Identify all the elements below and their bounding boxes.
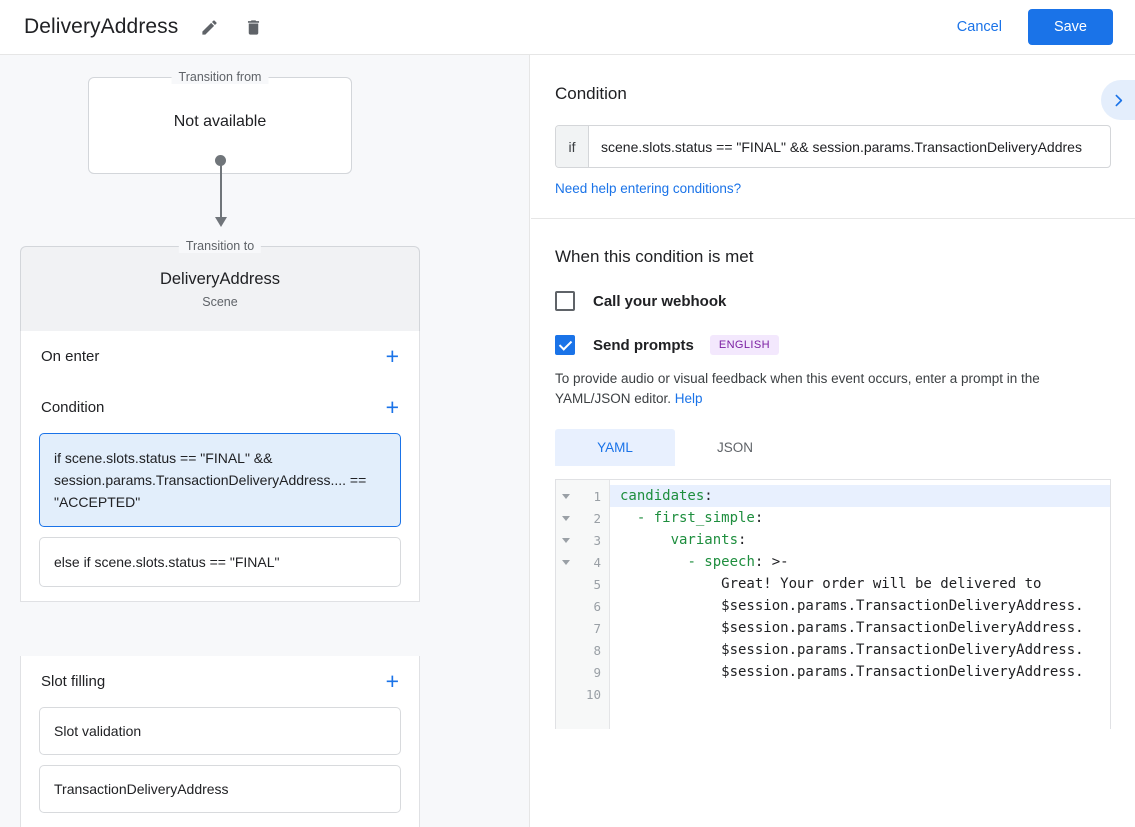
editor-gutter-line: 10 (556, 683, 609, 705)
plus-icon[interactable]: + (385, 343, 399, 369)
section-condition: Condition + if scene.slots.status == "FI… (20, 382, 420, 602)
section-on-enter-label: On enter (41, 348, 100, 365)
transition-to-legend: Transition to (178, 239, 262, 253)
section-on-enter: On enter + (20, 331, 420, 383)
slot-card-validation[interactable]: Slot validation (39, 707, 401, 755)
pencil-icon[interactable] (196, 14, 222, 40)
editor-line-number: 8 (593, 642, 601, 658)
section-condition-label: Condition (41, 399, 105, 416)
editor-gutter-line: 3 (556, 529, 609, 551)
editor-gutter-line: 7 (556, 617, 609, 639)
plus-icon[interactable]: + (385, 668, 399, 694)
editor-gutter-line: 9 (556, 661, 609, 683)
editor-line-number: 6 (593, 598, 601, 614)
editor-code-line: - first_simple: (636, 510, 764, 526)
transition-to-name: DeliveryAddress (159, 270, 281, 288)
editor-code-line: - speech: >- (687, 554, 789, 570)
section-condition-body: if scene.slots.status == "FINAL" && sess… (21, 433, 419, 601)
section-condition-header[interactable]: Condition + (21, 382, 419, 433)
section-slot-filling: Slot filling + Slot validation Transacti… (20, 656, 420, 827)
call-webhook-label: Call your webhook (593, 292, 727, 310)
cancel-button[interactable]: Cancel (945, 10, 1014, 44)
fold-triangle-icon[interactable] (562, 559, 570, 565)
left-panel: Transition from Not available Transition… (0, 55, 530, 827)
send-prompts-row: Send prompts ENGLISH (555, 335, 1111, 355)
editor-format-tabs: YAML JSON (555, 429, 1111, 466)
when-condition-met-section: When this condition is met Call your web… (531, 219, 1135, 729)
collapse-panel-button[interactable] (1101, 80, 1135, 120)
condition-section-title: Condition (555, 84, 627, 103)
slot-card-transaction-delivery-address[interactable]: TransactionDeliveryAddress (39, 765, 401, 813)
transition-from-value: Not available (173, 113, 267, 130)
editor-code-line: variants: (670, 532, 747, 548)
transition-connector (212, 155, 228, 265)
fold-triangle-icon[interactable] (562, 537, 570, 543)
editor-line-number: 2 (593, 510, 601, 526)
tab-yaml[interactable]: YAML (555, 429, 675, 466)
editor-gutter-line: 1 (556, 485, 609, 507)
editor-line-number: 7 (593, 620, 601, 636)
editor-gutter-line: 8 (556, 639, 609, 661)
plus-icon[interactable]: + (385, 394, 399, 420)
section-on-enter-header[interactable]: On enter + (21, 331, 419, 382)
prompts-help-link[interactable]: Help (674, 391, 703, 406)
editor-code-line: $session.params.TransactionDeliveryAddre… (620, 620, 1084, 636)
condition-section: Condition if Need help entering conditio… (531, 55, 1135, 198)
send-prompts-label: Send prompts (593, 336, 694, 354)
when-condition-met-title: When this condition is met (555, 247, 754, 266)
connector-arrowhead-icon (215, 217, 227, 227)
top-bar: DeliveryAddress Cancel Save (0, 0, 1135, 55)
prompts-helper-body: To provide audio or visual feedback when… (555, 371, 1040, 406)
chevron-right-icon (1115, 94, 1122, 106)
tab-json[interactable]: JSON (716, 440, 753, 455)
language-badge: ENGLISH (709, 335, 779, 355)
webhook-row: Call your webhook (555, 291, 1111, 311)
editor-code-line (610, 683, 1110, 705)
transition-to-box: Transition to DeliveryAddress Scene (20, 239, 420, 331)
call-webhook-checkbox[interactable] (555, 291, 575, 311)
section-slot-filling-header[interactable]: Slot filling + (21, 656, 419, 707)
condition-input[interactable] (589, 126, 1110, 167)
editor-code-line: candidates: (610, 485, 1110, 507)
page-title: DeliveryAddress (24, 15, 179, 38)
save-button[interactable]: Save (1027, 9, 1113, 45)
editor-gutter-line: 4 (556, 551, 609, 573)
condition-help-link[interactable]: Need help entering conditions? (555, 181, 742, 196)
prompts-helper-text: To provide audio or visual feedback when… (555, 369, 1111, 409)
connector-dot (215, 155, 226, 166)
connector-line (220, 161, 222, 219)
condition-card[interactable]: else if scene.slots.status == "FINAL" (39, 537, 401, 587)
transition-from-legend: Transition from (171, 70, 269, 84)
editor-code-area[interactable]: candidates: - first_simple: variants: - … (610, 480, 1110, 729)
editor-code-line: Great! Your order will be delivered to (620, 576, 1042, 592)
fold-triangle-icon[interactable] (562, 515, 570, 521)
editor-line-number: 5 (593, 576, 601, 592)
editor-code-line: $session.params.TransactionDeliveryAddre… (620, 642, 1084, 658)
condition-card-selected[interactable]: if scene.slots.status == "FINAL" && sess… (39, 433, 401, 527)
editor-gutter-line: 6 (556, 595, 609, 617)
condition-input-row: if (555, 125, 1111, 168)
editor-gutter-line: 2 (556, 507, 609, 529)
section-slot-filling-body: Slot validation TransactionDeliveryAddre… (21, 707, 419, 827)
yaml-editor[interactable]: 1 2 3 4 5 6 7 8 9 10 candidates: - first_simple: … (555, 479, 1111, 729)
right-panel: Condition if Need help entering conditio… (531, 55, 1135, 827)
editor-code-line: $session.params.TransactionDeliveryAddre… (620, 598, 1084, 614)
send-prompts-checkbox[interactable] (555, 335, 575, 355)
section-slot-filling-label: Slot filling (41, 673, 106, 690)
if-label: if (556, 126, 589, 167)
editor-line-number: 10 (585, 686, 601, 702)
editor-line-number: 9 (593, 664, 601, 680)
editor-line-number: 3 (593, 532, 601, 548)
section-divider (531, 218, 1135, 219)
editor-line-number: 1 (593, 488, 601, 504)
editor-line-number: 4 (593, 554, 601, 570)
transition-to-type: Scene (202, 295, 238, 309)
editor-code-line: $session.params.TransactionDeliveryAddre… (620, 664, 1084, 680)
trash-icon[interactable] (240, 14, 266, 40)
editor-gutter: 1 2 3 4 5 6 7 8 9 10 (556, 480, 610, 729)
fold-triangle-icon[interactable] (562, 493, 570, 499)
editor-gutter-line: 5 (556, 573, 609, 595)
